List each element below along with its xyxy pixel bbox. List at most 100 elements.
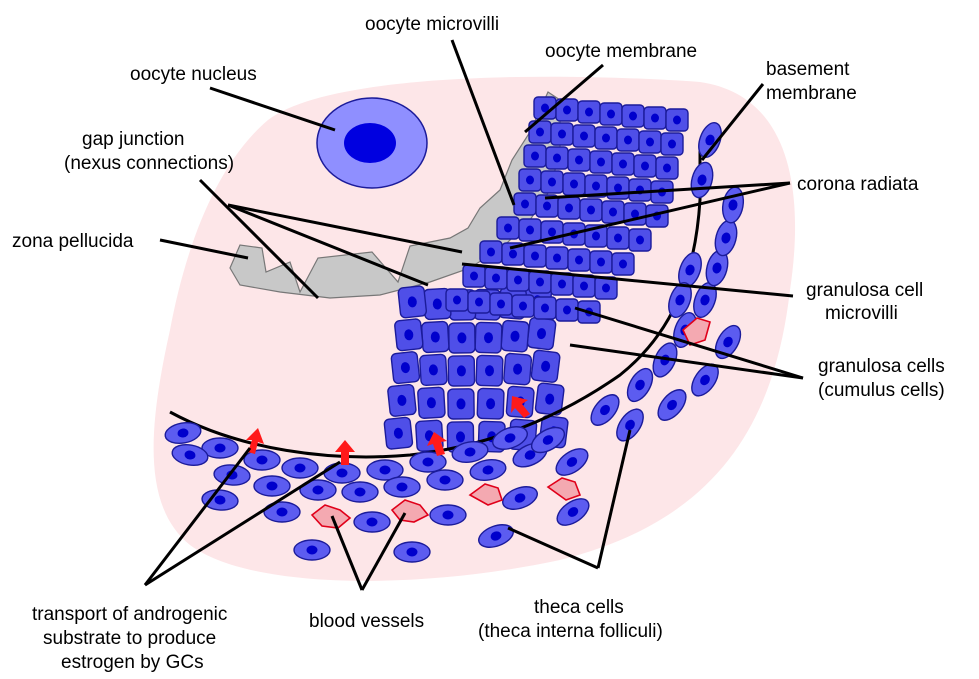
theca-cell: [384, 477, 420, 497]
granulosa-cell: [387, 384, 416, 417]
granulosa-cell: [639, 131, 661, 153]
granulosa-cell: [595, 277, 617, 299]
granulosa-cell: [600, 103, 622, 125]
granulosa-cell: [595, 127, 617, 149]
granulosa-cell: [656, 157, 678, 179]
granulosa-cell: [420, 354, 448, 385]
granulosa-cell: [573, 125, 595, 147]
granulosa-cell: [617, 129, 639, 151]
granulosa-cell: [629, 229, 651, 251]
granulosa-cell: [468, 291, 490, 313]
label-theca-cells-2: (theca interna folliculi): [478, 621, 663, 642]
granulosa-cell: [551, 123, 573, 145]
granulosa-cell: [622, 105, 644, 127]
oocyte-nucleolus: [344, 123, 396, 163]
label-theca-cells-1: theca cells: [534, 597, 624, 618]
granulosa-cell: [391, 351, 420, 384]
theca-cell: [282, 458, 318, 478]
label-oocyte-nucleus: oocyte nucleus: [130, 64, 257, 85]
granulosa-cell: [475, 322, 502, 353]
granulosa-cell: [563, 173, 585, 195]
granulosa-cell: [485, 267, 507, 289]
granulosa-cell: [629, 179, 651, 201]
granulosa-cell: [501, 320, 529, 352]
granulosa-cell: [661, 133, 683, 155]
granulosa-cell: [666, 109, 688, 131]
granulosa-cell: [602, 201, 624, 223]
granulosa-cell: [558, 197, 580, 219]
label-granulosa-cells-1: granulosa cells: [818, 356, 945, 377]
granulosa-cell: [534, 297, 556, 319]
granulosa-cell: [394, 319, 423, 352]
granulosa-cell: [524, 245, 546, 267]
granulosa-cell: [512, 295, 534, 317]
granulosa-cell: [546, 147, 568, 169]
granulosa-cell: [384, 417, 413, 450]
granulosa-cell: [477, 388, 504, 419]
granulosa-cell: [531, 350, 561, 383]
granulosa-cell: [421, 321, 449, 352]
granulosa-cell: [448, 389, 474, 419]
theca-cell: [294, 540, 330, 560]
granulosa-cell: [463, 265, 485, 287]
granulosa-cell: [529, 271, 551, 293]
label-basement-membrane-2: membrane: [766, 83, 857, 104]
label-gap-junction-1: gap junction: [82, 129, 184, 150]
granulosa-cell: [580, 199, 602, 221]
label-blood-vessels: blood vessels: [309, 611, 424, 632]
theca-cell: [244, 450, 280, 470]
granulosa-cell: [527, 317, 557, 350]
granulosa-cell: [490, 293, 512, 315]
granulosa-cell: [519, 219, 541, 241]
granulosa-cell: [568, 249, 590, 271]
granulosa-cell: [507, 269, 529, 291]
theca-cell: [324, 463, 360, 483]
label-basement-membrane-1: basement: [766, 59, 850, 80]
label-gap-junction-2: (nexus connections): [64, 153, 234, 174]
theca-cell: [254, 476, 290, 496]
label-oocyte-microvilli: oocyte microvilli: [365, 14, 499, 35]
label-oocyte-membrane: oocyte membrane: [545, 41, 697, 62]
label-transport-2: substrate to produce: [43, 628, 216, 649]
granulosa-cell: [607, 177, 629, 199]
label-granulosa-microvilli-2: microvilli: [825, 303, 898, 324]
granulosa-cell: [612, 153, 634, 175]
label-transport-3: estrogen by GCs: [61, 652, 204, 673]
label-transport-1: transport of androgenic: [32, 604, 227, 625]
granulosa-cell: [448, 356, 474, 386]
granulosa-cell: [556, 299, 578, 321]
granulosa-cell: [634, 155, 656, 177]
granulosa-cell: [607, 227, 629, 249]
theca-cell: [427, 470, 463, 490]
label-zona-pellucida: zona pellucida: [12, 231, 134, 252]
granulosa-cell: [568, 149, 590, 171]
granulosa-cell: [480, 241, 502, 263]
granulosa-cell: [497, 217, 519, 239]
granulosa-cell: [524, 145, 546, 167]
granulosa-cell: [573, 275, 595, 297]
label-granulosa-cells-2: (cumulus cells): [818, 380, 945, 401]
granulosa-cell: [644, 107, 666, 129]
granulosa-cell: [418, 387, 446, 418]
granulosa-cell: [519, 169, 541, 191]
label-corona-radiata: corona radiata: [797, 174, 919, 195]
granulosa-cell: [541, 171, 563, 193]
granulosa-cell: [551, 273, 573, 295]
granulosa-cell: [503, 353, 531, 385]
theca-cell: [354, 512, 390, 532]
theca-cell: [430, 505, 466, 525]
granulosa-cell: [449, 323, 475, 353]
granulosa-cell: [446, 289, 468, 311]
granulosa-cell: [578, 101, 600, 123]
granulosa-cell: [590, 151, 612, 173]
granulosa-cell: [398, 286, 427, 319]
granulosa-cell: [514, 193, 536, 215]
granulosa-cell: [612, 253, 634, 275]
granulosa-cell: [546, 247, 568, 269]
theca-cell: [394, 542, 430, 562]
granulosa-cell: [590, 251, 612, 273]
label-granulosa-microvilli-1: granulosa cell: [806, 280, 923, 301]
granulosa-cell: [476, 355, 503, 386]
